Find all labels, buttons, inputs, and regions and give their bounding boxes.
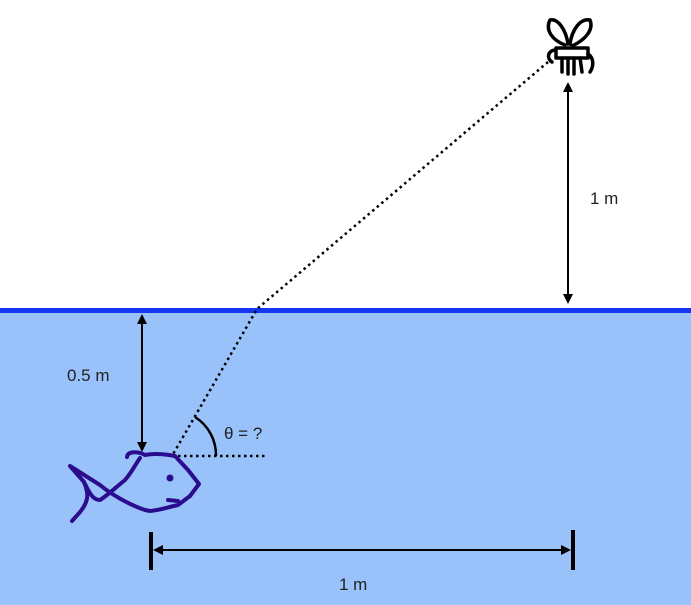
water-surface-line (0, 308, 691, 313)
angle-label: θ = ? (224, 424, 262, 443)
fish-icon (68, 450, 201, 523)
water (0, 311, 691, 605)
fly-icon (546, 18, 595, 76)
angle-arc (194, 415, 218, 457)
fish-depth-label: 0.5 m (67, 366, 110, 385)
fly-height-label: 1 m (590, 189, 618, 208)
horizontal-distance-label: 1 m (339, 575, 367, 594)
light-ray-path (170, 61, 549, 457)
